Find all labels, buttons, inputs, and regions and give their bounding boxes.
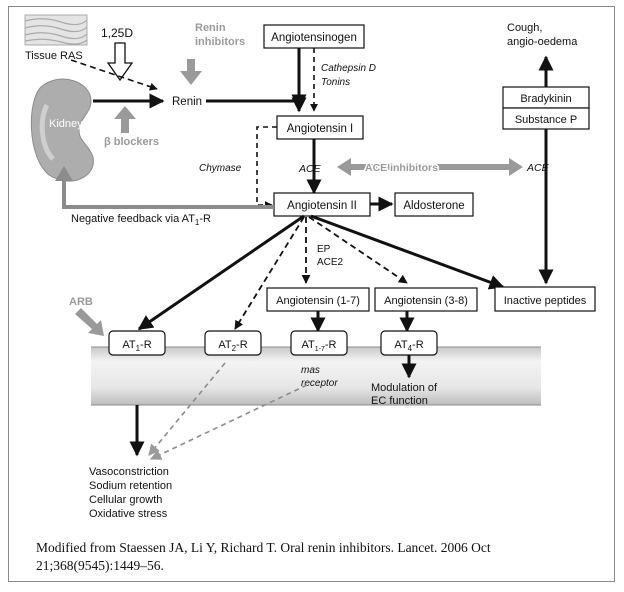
bradykinin-label: Bradykinin bbox=[520, 93, 571, 105]
modulation-label-2: EC function bbox=[371, 395, 428, 407]
substance-p-label: Substance P bbox=[515, 114, 577, 126]
cathepsin-label: Cathepsin D bbox=[321, 63, 376, 74]
effect-oxidative-stress: Oxidative stress bbox=[89, 508, 168, 520]
arb-label: ARB bbox=[69, 296, 93, 308]
ang2-to-at1r-arrow bbox=[137, 214, 305, 331]
ang2-to-at2r-arrow bbox=[234, 216, 305, 330]
kidney-icon bbox=[30, 78, 94, 182]
renin-inhibitors-gray-arrow bbox=[180, 59, 202, 85]
tonins-label: Tonins bbox=[321, 77, 350, 88]
effect-cellular-growth: Cellular growth bbox=[89, 494, 162, 506]
chymase-dashed-path bbox=[256, 126, 277, 209]
ang17-label: Angiotensin (1-7) bbox=[276, 295, 360, 307]
renin-inhibitors-label-1: Renin bbox=[195, 22, 226, 34]
at17r-box bbox=[290, 330, 348, 356]
effect-vasoconstriction: Vasoconstriction bbox=[89, 466, 169, 478]
mas-label-2: receptor bbox=[301, 378, 338, 389]
tissue-ras-label: Tissue RAS bbox=[25, 50, 83, 62]
cough-label-1: Cough, bbox=[507, 22, 542, 34]
aldosterone-box bbox=[394, 192, 474, 217]
cell-membrane bbox=[91, 347, 541, 405]
ang2-to-inactive-arrow bbox=[310, 214, 505, 290]
beta-blockers-label: β blockers bbox=[104, 136, 159, 148]
figure-frame: Tissue RAS 1,25D Renin inhibitors Kidney… bbox=[8, 6, 615, 582]
at1r-box bbox=[108, 330, 166, 356]
mas-label-1: mas bbox=[301, 365, 320, 376]
at2r-label: AT2-R bbox=[218, 339, 247, 353]
ace-inhibitors-double-arrow bbox=[337, 158, 523, 176]
at17r-label: AT1-7-R bbox=[302, 339, 337, 353]
inactive-peptides-box bbox=[494, 286, 596, 312]
negative-feedback-arrowhead bbox=[55, 166, 73, 181]
ace-left-label: ACE bbox=[298, 163, 322, 175]
at17r-to-effects-dashed bbox=[149, 384, 308, 460]
tissue-ras-texture bbox=[24, 14, 88, 46]
effect-sodium-retention: Sodium retention bbox=[89, 480, 172, 492]
ep-label: EP bbox=[317, 244, 331, 255]
ace-inhibitors-label: ACE inhibitors bbox=[365, 162, 438, 174]
renin-to-ang1-arrow bbox=[206, 94, 307, 110]
negative-feedback-label: Negative feedback via AT1-R bbox=[71, 213, 211, 227]
modulation-label-1: Modulation of bbox=[371, 382, 438, 394]
raas-diagram: Tissue RAS 1,25D Renin inhibitors Kidney… bbox=[24, 14, 596, 520]
ace2-label: ACE2 bbox=[317, 257, 344, 268]
ace-right-label: ACE bbox=[526, 162, 550, 174]
renin-label: Renin bbox=[172, 96, 202, 108]
angiotensin-2-label: Angiotensin II bbox=[287, 200, 357, 212]
vitamin-d-hollow-arrow bbox=[106, 42, 134, 82]
angiotensin-1-label: Angiotensin I bbox=[287, 123, 354, 135]
ang38-box bbox=[374, 287, 478, 312]
ang38-label: Angiotensin (3-8) bbox=[384, 295, 468, 307]
inactive-peptides-label: Inactive peptides bbox=[504, 295, 587, 307]
vitamin-d-label: 1,25D bbox=[101, 26, 133, 40]
cough-label-2: angio-oedema bbox=[507, 36, 578, 48]
aldosterone-label: Aldosterone bbox=[403, 200, 464, 212]
negative-feedback-arrow bbox=[62, 179, 274, 209]
renin-inhibitors-label-2: inhibitors bbox=[195, 36, 245, 48]
chymase-label: Chymase bbox=[199, 163, 242, 174]
kidney-label: Kidney bbox=[49, 118, 83, 130]
tissue-ras-dashed-arrow bbox=[70, 59, 158, 91]
arb-gray-arrow bbox=[75, 308, 104, 336]
at2r-to-effects-dashed bbox=[148, 362, 226, 456]
at4r-label: AT4-R bbox=[394, 339, 423, 353]
at1r-label: AT1-R bbox=[122, 339, 151, 353]
figure-caption: Modified from Staessen JA, Li Y, Richard… bbox=[36, 540, 491, 573]
beta-blockers-gray-arrow bbox=[114, 106, 136, 133]
at2r-box bbox=[204, 330, 262, 356]
angiotensinogen-label: Angiotensinogen bbox=[271, 32, 357, 44]
